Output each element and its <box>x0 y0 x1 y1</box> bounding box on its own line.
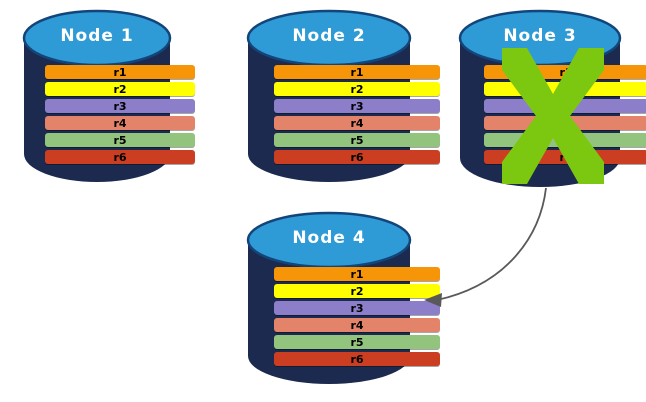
row-r1: r1 <box>274 65 440 79</box>
node-3-rows: r1 r2 r3 r4 r5 r6 <box>458 65 646 167</box>
row-r5: r5 <box>45 133 195 147</box>
row-r1: r1 <box>45 65 195 79</box>
node-2[interactable]: Node 2 r1 r2 r3 r4 r5 r6 <box>246 8 440 184</box>
node-1[interactable]: Node 1 r1 r2 r3 r4 r5 r6 <box>22 8 195 184</box>
row-r3: r3 <box>45 99 195 113</box>
node-3[interactable]: Node 3 r1 r2 r3 r4 r5 r6 <box>458 8 646 190</box>
row-r5: r5 <box>274 335 440 349</box>
row-r4: r4 <box>274 116 440 130</box>
row-r3: r3 <box>484 99 646 113</box>
row-r2: r2 <box>274 284 440 298</box>
row-r6: r6 <box>274 150 440 164</box>
row-r5: r5 <box>274 133 440 147</box>
row-r6: r6 <box>484 150 646 164</box>
node-1-rows: r1 r2 r3 r4 r5 r6 <box>22 65 218 167</box>
node-4-rows: r1 r2 r3 r4 r5 r6 <box>246 267 468 369</box>
row-r2: r2 <box>484 82 646 96</box>
row-r1: r1 <box>274 267 440 281</box>
row-r4: r4 <box>484 116 646 130</box>
row-r4: r4 <box>274 318 440 332</box>
row-r1: r1 <box>484 65 646 79</box>
row-r3: r3 <box>274 301 440 315</box>
row-r2: r2 <box>274 82 440 96</box>
row-r6: r6 <box>45 150 195 164</box>
node-2-rows: r1 r2 r3 r4 r5 r6 <box>246 65 468 167</box>
row-r3: r3 <box>274 99 440 113</box>
node-4[interactable]: Node 4 r1 r2 r3 r4 r5 r6 <box>246 210 440 386</box>
row-r6: r6 <box>274 352 440 366</box>
row-r4: r4 <box>45 116 195 130</box>
row-r2: r2 <box>45 82 195 96</box>
row-r5: r5 <box>484 133 646 147</box>
